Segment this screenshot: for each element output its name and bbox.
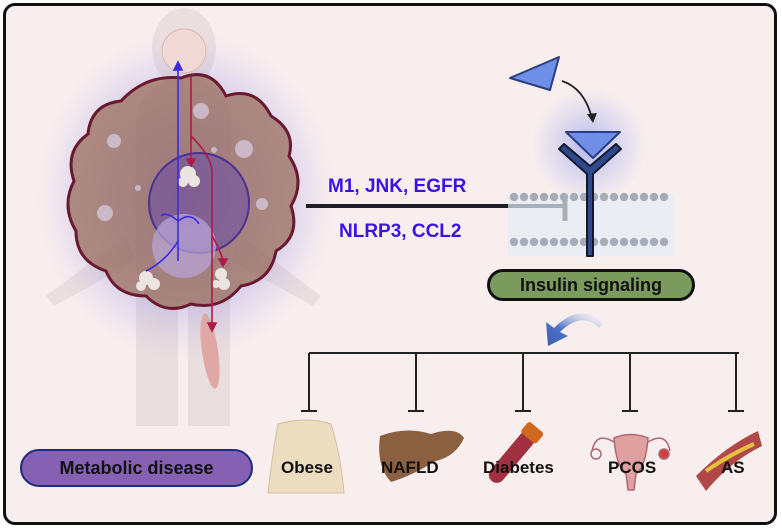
lipid-head: [519, 237, 529, 247]
blood-tube-icon: [488, 422, 544, 483]
metabolic-disease-label: Metabolic disease: [20, 449, 253, 487]
disease-branch-tree: [301, 352, 744, 412]
lipid-head: [639, 192, 649, 202]
lipid-head: [659, 192, 669, 202]
lipid-head: [559, 192, 569, 202]
lipid-droplets: [97, 103, 268, 221]
lipid-head: [629, 192, 639, 202]
lipid-head: [549, 237, 559, 247]
brain-icon: [161, 28, 207, 74]
lipid-head: [619, 237, 629, 247]
fatty-liver-icon: [379, 430, 464, 482]
insulin-receptor: [558, 143, 622, 257]
lipid-head: [609, 192, 619, 202]
torso-icon: [267, 419, 345, 494]
intestines-icon: [152, 214, 216, 278]
downstream-curved-arrow: [546, 313, 604, 346]
lipid-head: [649, 237, 659, 247]
lipid-head: [519, 192, 529, 202]
diagram-canvas: [36, 8, 762, 494]
insulin-signaling-text: Insulin signaling: [519, 274, 662, 295]
insulin-signaling-label: Insulin signaling: [487, 269, 695, 301]
uterus-icon: [590, 433, 671, 491]
lipid-head: [609, 237, 619, 247]
binding-arrow: [561, 80, 593, 119]
disease-label-obese: Obese: [281, 458, 333, 477]
disease-label-nafld: NAFLD: [381, 458, 439, 477]
lipid-head: [569, 192, 579, 202]
signal-arrow-red: [185, 76, 229, 333]
insulin-ligand-free: [509, 56, 560, 91]
binding-arrowhead: [587, 113, 597, 123]
lipid-head: [509, 192, 519, 202]
muscle-icon: [200, 313, 220, 389]
lipid-head: [629, 237, 639, 247]
lipid-head: [529, 237, 539, 247]
lipid-head: [509, 237, 519, 247]
lipid-head: [599, 192, 609, 202]
lipid-head: [549, 192, 559, 202]
lipid-head: [649, 192, 659, 202]
lipid-head: [599, 237, 609, 247]
lipid-head: [529, 192, 539, 202]
disease-label-as: AS: [721, 458, 745, 477]
metabolic-disease-text: Metabolic disease: [59, 457, 214, 478]
lipid-head: [559, 237, 569, 247]
lipid-head: [539, 237, 549, 247]
signal-arrow-blue: [145, 60, 200, 272]
figure-frame: M1, JNK, EGFR NLRP3, CCL2 Insulin signal…: [3, 3, 777, 525]
inhibitor-list-bottom: NLRP3, CCL2: [339, 221, 462, 242]
insulin-ligand-bound: [565, 131, 621, 159]
lipid-head: [659, 237, 669, 247]
lipid-head: [569, 237, 579, 247]
fat-depot-icons: [136, 166, 230, 291]
inhibitor-list-top: M1, JNK, EGFR: [328, 176, 467, 197]
lipid-head: [539, 192, 549, 202]
disease-label-diabetes: Diabetes: [483, 458, 554, 477]
lipid-head: [619, 192, 629, 202]
lipid-head: [639, 237, 649, 247]
artery-plaque-icon: [696, 431, 762, 491]
disease-label-pcos: PCOS: [608, 458, 657, 477]
